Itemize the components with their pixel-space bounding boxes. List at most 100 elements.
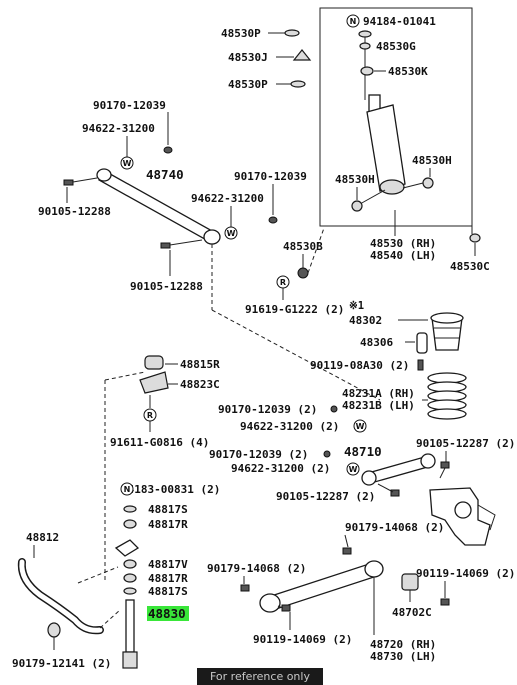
nut-icon: [342, 547, 352, 555]
r-marker-label: R: [147, 411, 153, 420]
label-48540-lh: 48540 (LH): [370, 249, 436, 262]
nut-icon: [240, 584, 250, 592]
label-94622-31200-d: 94622-31200 (2): [231, 462, 330, 475]
label-48817s-b: 48817S: [148, 585, 188, 598]
label-90119-08a30: 90119-08A30 (2): [310, 359, 409, 372]
lower-control-arm-icon: [259, 560, 384, 613]
nut-icon: [330, 405, 338, 413]
label-48530k: 48530K: [388, 65, 428, 78]
label-48817s-a: 48817S: [148, 503, 188, 516]
axle-carrier-icon: [429, 487, 496, 546]
label-94622-31200-c: 94622-31200 (2): [240, 420, 339, 433]
label-48830[interactable]: 48830: [148, 606, 186, 621]
label-48817v: 48817V: [148, 558, 188, 571]
coil-spring-icon: [427, 372, 467, 420]
bolt-icon: [417, 359, 424, 371]
label-90119-14069-a: 90119-14069 (2): [416, 567, 515, 580]
label-48302: 48302: [349, 314, 382, 327]
bracket-icon: [114, 539, 140, 557]
bolt-icon: [440, 598, 450, 606]
label-94183-00831: 94183-00831 (2): [121, 483, 220, 496]
label-91611-g0816: 91611-G0816 (4): [110, 436, 209, 449]
label-48231b-lh: 48231B (LH): [342, 399, 415, 412]
n-marker-label: N: [124, 485, 131, 494]
label-48530p-second: 48530P: [228, 78, 268, 91]
label-48530p-top: 48530P: [221, 27, 261, 40]
label-48720-rh: 48720 (RH): [370, 638, 436, 651]
bushing-icon: [351, 200, 363, 212]
label-90179-14068-a: 90179-14068 (2): [345, 521, 444, 534]
w-marker-label: W: [349, 465, 358, 474]
nut-icon: [163, 146, 173, 154]
label-90170-12039-middle: 90170-12039: [234, 170, 307, 183]
nut-icon: [358, 30, 372, 38]
label-48231a-rh: 48231A (RH): [342, 387, 415, 400]
label-94184-01041: 94184-01041: [363, 15, 436, 28]
label-90105-12288-left: 90105-12288: [38, 205, 111, 218]
nut-icon: [323, 450, 331, 458]
bump-stop-icon: [430, 312, 464, 351]
bolt-icon: [439, 461, 450, 479]
label-48710: 48710: [344, 444, 382, 459]
upper-control-arm-icon: [96, 168, 221, 245]
washer-icon: [123, 587, 137, 595]
shock-absorber-icon: [366, 94, 406, 195]
bushing-icon: [292, 49, 312, 61]
nut-icon: [297, 267, 309, 279]
w-marker-label: W: [123, 159, 132, 168]
label-48740: 48740: [146, 167, 184, 182]
label-star-note: ※1: [349, 300, 364, 312]
label-48530h-right: 48530H: [412, 154, 452, 167]
r-marker-label: R: [280, 278, 286, 287]
bushing-icon: [422, 177, 434, 189]
label-48530j: 48530J: [228, 51, 268, 64]
bushing-icon: [123, 519, 137, 529]
label-90105-12287-a: 90105-12287 (2): [416, 437, 515, 450]
label-90105-12288-right: 90105-12288: [130, 280, 203, 293]
label-94622-31200-upper-left: 94622-31200: [82, 122, 155, 135]
bushing-icon: [469, 233, 481, 243]
washer-icon: [123, 505, 137, 513]
stabilizer-bar-icon: [17, 558, 104, 635]
w-marker-label: W: [227, 229, 236, 238]
bushing-icon: [401, 573, 419, 591]
washer-icon: [290, 80, 306, 88]
label-90170-12039-d: 90170-12039 (2): [209, 448, 308, 461]
label-91619-g1222: 91619-G1222 (2): [245, 303, 344, 316]
n-marker-icon: [120, 482, 134, 496]
highlight-48830: [147, 606, 189, 621]
bushing-icon: [47, 622, 61, 638]
label-48817r-b: 48817R: [148, 572, 188, 585]
label-90105-12287-b: 90105-12287 (2): [276, 490, 375, 503]
nut-icon: [268, 216, 278, 224]
w-marker-icon: [353, 419, 367, 433]
stabilizer-bushing-icon: [139, 355, 169, 394]
w-marker-label: W: [356, 422, 365, 431]
label-48812: 48812: [26, 531, 59, 544]
bolt-icon: [277, 604, 291, 612]
bushing-icon: [123, 559, 137, 569]
label-90179-14068-b: 90179-14068 (2): [207, 562, 306, 575]
label-48815r: 48815R: [180, 358, 220, 371]
label-48823c: 48823C: [180, 378, 220, 391]
label-48530c: 48530C: [450, 260, 490, 273]
label-94622-31200-middle: 94622-31200: [191, 192, 264, 205]
label-48530h-left: 48530H: [335, 173, 375, 186]
w-marker-icon: [120, 156, 134, 170]
bumper-icon: [416, 332, 428, 354]
label-90170-12039-upper-left: 90170-12039: [93, 99, 166, 112]
label-90170-12039-c: 90170-12039 (2): [218, 403, 317, 416]
w-marker-icon: [224, 226, 238, 240]
label-48530b: 48530B: [283, 240, 323, 253]
label-90179-12141: 90179-12141 (2): [12, 657, 111, 670]
label-48817r-a: 48817R: [148, 518, 188, 531]
bolt-icon: [63, 177, 98, 186]
shock-absorber-group-frame: [319, 7, 473, 227]
label-48530-rh: 48530 (RH): [370, 237, 436, 250]
label-48702c: 48702C: [392, 606, 432, 619]
bolt-icon: [377, 483, 400, 497]
w-marker-icon: [346, 462, 360, 476]
label-48730-lh: 48730 (LH): [370, 650, 436, 663]
bushing-icon: [360, 66, 374, 76]
